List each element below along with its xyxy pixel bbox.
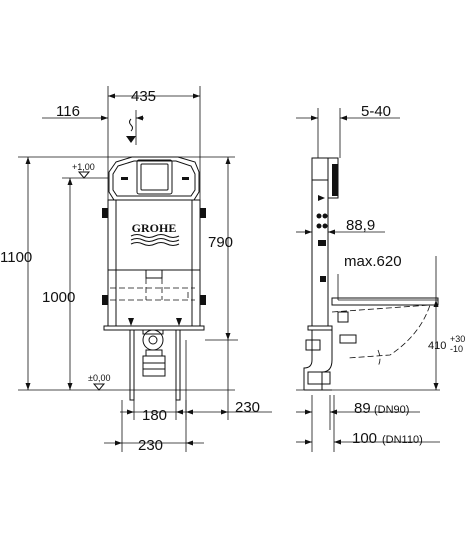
toilet-bowl — [331, 297, 439, 367]
level-zero: ±0,00 — [18, 373, 235, 391]
dim-bottom-230-inner: 230 — [185, 340, 272, 420]
dim-label-1100: 1100 — [0, 249, 32, 266]
grohe-logo: GROHE — [132, 221, 177, 235]
dim-label-max: max.620 — [344, 253, 402, 270]
dim-label-410: 410 — [428, 340, 446, 352]
dim-100: 100 (DN110) — [296, 395, 440, 452]
cistern-top — [108, 156, 200, 201]
dim-height-1000: 1000 — [42, 178, 75, 390]
dim-label-dn90: (DN90) — [374, 404, 409, 416]
dim-max: max.620 — [337, 253, 438, 301]
dim-tol-plus: +30 — [450, 334, 465, 344]
dim-bottom-230-lower: 230 — [104, 400, 204, 454]
dim-label-5-40: 5-40 — [361, 103, 391, 120]
side-view: 5-40 88,9 max.620 — [296, 103, 465, 452]
dim-label-dn110: (DN110) — [382, 434, 423, 446]
level-zero-label: ±0,00 — [88, 373, 110, 383]
drain-bend — [303, 330, 333, 391]
frame-body: GROHE — [102, 199, 206, 327]
dim-label-180: 180 — [142, 407, 167, 424]
dim-89: 89 (DN90) — [296, 395, 420, 452]
front-view: 435 116 +1,00 1100 — [0, 86, 272, 454]
dim-label-100: 100 — [352, 430, 377, 447]
dim-label-116: 116 — [56, 103, 80, 120]
flush-pipe — [110, 269, 195, 301]
dim-label-230-inner: 230 — [235, 399, 260, 416]
dim-height-total: 1100 — [0, 157, 32, 390]
dim-tol-minus: -10 — [450, 344, 463, 354]
dim-height-790: 790 — [205, 157, 238, 341]
dim-label-89: 89 — [354, 400, 371, 417]
outlet-assembly — [103, 318, 205, 401]
dim-depth: 5-40 — [296, 103, 400, 158]
dim-label-790: 790 — [208, 234, 233, 251]
actuator-symbol — [126, 118, 136, 143]
dim-410: 410 +30 -10 — [428, 300, 465, 390]
level-top-label: +1,00 — [72, 162, 95, 172]
dim-offset-left: 116 — [42, 103, 144, 145]
dim-label-230-lower: 230 — [138, 437, 163, 454]
dim-width-total: 435 — [107, 86, 201, 212]
level-top: +1,00 — [18, 156, 235, 179]
dim-label-435: 435 — [131, 88, 156, 105]
dim-label-1000: 1000 — [42, 289, 75, 306]
side-frame — [307, 157, 339, 331]
dim-889: 88,9 — [296, 217, 385, 235]
dim-label-889: 88,9 — [346, 217, 375, 234]
dim-bottom-180: 180 — [120, 400, 190, 424]
